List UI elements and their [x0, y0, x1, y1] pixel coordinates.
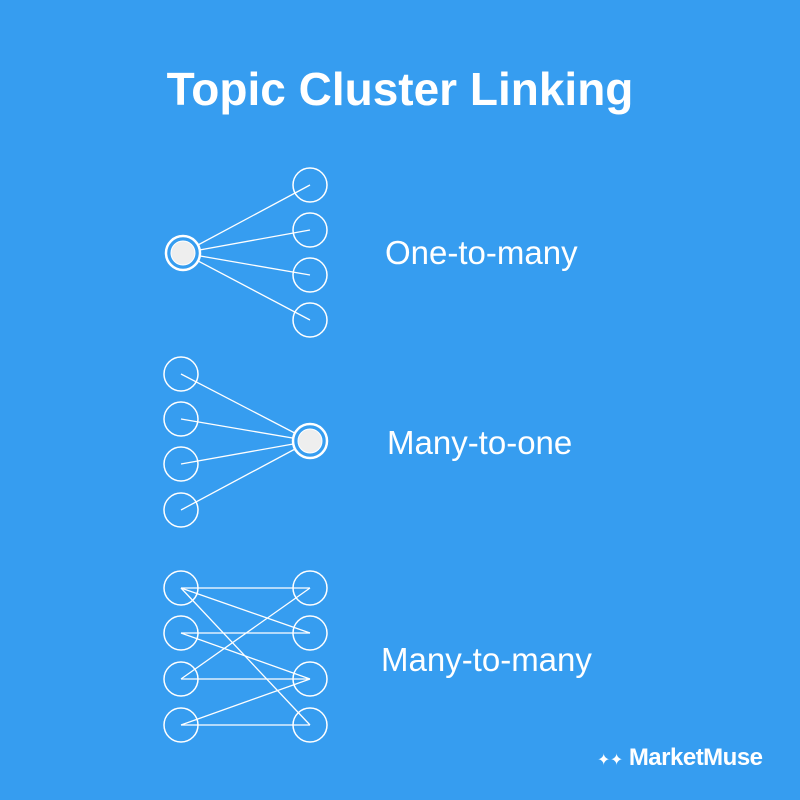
- node-circle: [163, 492, 199, 528]
- node-circle: [292, 707, 328, 743]
- link-line: [180, 373, 311, 442]
- marketmuse-logo: ✦✦ MarketMuse: [597, 744, 763, 772]
- node-circle: [292, 212, 328, 248]
- link-line: [180, 440, 311, 511]
- link-line: [180, 440, 311, 465]
- node-circle: [292, 570, 328, 606]
- link-line: [182, 252, 311, 276]
- node-circle: [292, 661, 328, 697]
- link-line: [180, 418, 311, 442]
- label-one-to-many: One-to-many: [385, 234, 578, 271]
- node-circle: [163, 661, 199, 697]
- node-circle: [292, 257, 328, 293]
- link-line: [182, 184, 311, 254]
- node-circle: [163, 615, 199, 651]
- node-circle: [292, 615, 328, 651]
- logo-text: MarketMuse: [628, 744, 763, 771]
- node-circle: [163, 401, 199, 437]
- link-line: [180, 587, 311, 680]
- hub-node: [170, 240, 196, 266]
- link-line: [182, 252, 311, 321]
- node-circle: [292, 302, 328, 338]
- node-circle: [163, 570, 199, 606]
- label-many-to-many: Many-to-many: [381, 641, 592, 678]
- node-circle: [163, 356, 199, 392]
- link-line: [180, 678, 311, 726]
- label-many-to-one: Many-to-one: [387, 424, 573, 461]
- node-circle: [163, 446, 199, 482]
- link-line: [180, 632, 311, 680]
- sparkle-icon: ✦✦: [597, 752, 623, 769]
- node-circle: [163, 707, 199, 743]
- link-line: [182, 229, 311, 254]
- hub-node: [297, 428, 323, 454]
- node-circle: [292, 167, 328, 203]
- page-title: Topic Cluster Linking: [166, 63, 634, 115]
- link-line: [180, 587, 311, 634]
